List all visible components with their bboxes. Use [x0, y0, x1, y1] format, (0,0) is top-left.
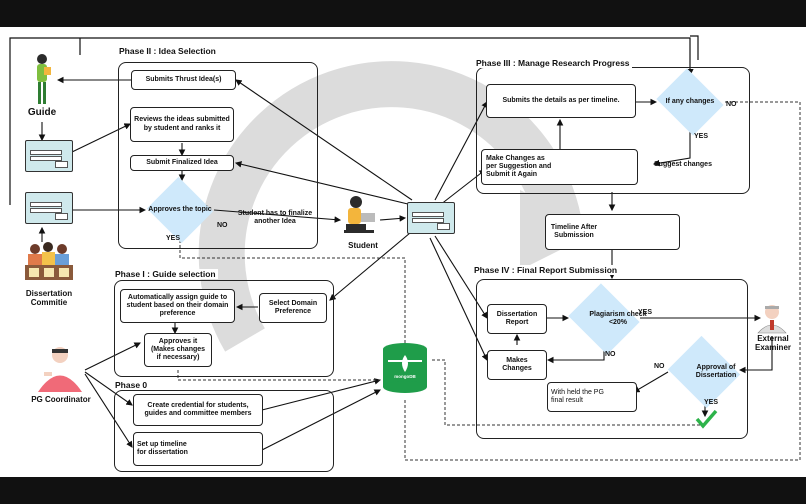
approves-topic-decision: Approves the topic	[146, 176, 214, 244]
phase-3-title: Phase III : Manage Research Progress	[474, 58, 632, 68]
phase-4-container	[476, 279, 748, 439]
student-login-panel-icon	[407, 202, 455, 234]
submit-finalized-idea-box: Submit Finalized Idea	[130, 155, 234, 171]
suggest-changes-label: Suggest changes	[654, 161, 712, 168]
guide-label: Guide	[27, 107, 57, 118]
makes-changes-box: Makes Changes	[487, 350, 547, 380]
yes-label-approve-topic: YES	[166, 235, 181, 242]
diagram-stage: Phase II : Idea Selection Phase III : Ma…	[0, 27, 806, 477]
top-letterbox	[0, 0, 806, 27]
no-label-approve-topic: NO	[217, 222, 228, 229]
committee-label: Dissertation Commitie	[25, 289, 73, 307]
phase-2-title: Phase II : Idea Selection	[117, 46, 218, 56]
no-label-changes: NO	[726, 101, 737, 108]
bottom-letterbox	[0, 477, 806, 504]
dissertation-report-box: Dissertation Report	[487, 304, 547, 334]
guide-login-panel-icon	[25, 140, 73, 172]
no-label-plagiarism: NO	[605, 351, 616, 358]
approved-check-icon	[695, 409, 718, 429]
submit-thrust-ideas-box: Submits Thrust Idea(s)	[131, 70, 236, 90]
pg-coordinator-figure-icon	[38, 347, 82, 392]
background-cycle-arrow	[198, 61, 583, 352]
phase-1-container	[114, 280, 334, 377]
guide-figure-icon	[37, 54, 51, 104]
student-label: Student	[348, 241, 378, 250]
pg-coordinator-label: PG Coordinator	[31, 395, 91, 404]
yes-label-changes: YES	[694, 133, 709, 140]
plagiarism-check-decision: Plagiarism check <20%	[566, 283, 647, 355]
committee-figure-icon	[25, 242, 73, 280]
database-icon	[383, 343, 427, 393]
database-label: mongoDB	[394, 374, 416, 379]
withheld-result-label: With held the PG final result	[551, 388, 604, 404]
phase-2-container	[118, 62, 318, 249]
make-changes-suggestion-box: Make Changes as per Suggestion and Submi…	[481, 149, 638, 185]
reviews-ideas-box: Reviews the ideas submitted by student a…	[130, 107, 234, 142]
setup-timeline-box: Set up timeline for dissertation	[133, 432, 263, 466]
timeline-after-submission-label: Timeline After Submission	[550, 223, 598, 239]
phase-0-title: Phase 0	[113, 380, 150, 390]
setup-timeline-label: Set up timeline for dissertation	[137, 440, 188, 456]
approves-it-box: Approves it (Makes changes if necessary)	[144, 333, 212, 367]
create-credential-box: Create credential for students, guides a…	[133, 394, 263, 426]
finalize-another-idea-label: Student has to finalize another Idea	[237, 210, 313, 226]
no-label-approval: NO	[654, 363, 665, 370]
submit-details-box: Submits the details as per timeline.	[486, 84, 636, 118]
phase-4-title: Phase IV : Final Report Submission	[472, 265, 620, 275]
withheld-result-box: With held the PG final result	[547, 382, 637, 412]
if-any-changes-decision: If any changes	[654, 68, 726, 136]
phase-0-container	[114, 390, 334, 472]
yes-label-plagiarism: YES	[638, 309, 653, 316]
external-examiner-figure-icon	[757, 305, 787, 334]
approval-of-dissertation-decision: Approval of Dissertation	[666, 335, 742, 409]
external-examiner-label: External Examiner	[754, 334, 792, 352]
make-changes-suggestion-label: Make Changes as per Suggestion and Submi…	[486, 154, 552, 179]
student-figure-icon	[344, 196, 375, 233]
phase-1-title: Phase I : Guide selection	[113, 269, 218, 279]
yes-label-approval: YES	[704, 399, 719, 406]
committee-login-panel-icon	[25, 192, 73, 224]
timeline-after-submission-box: Timeline After Submission	[545, 214, 680, 250]
auto-assign-guide-box: Automatically assign guide to student ba…	[120, 289, 235, 323]
select-domain-preference-box: Select Domain Preference	[259, 293, 327, 323]
